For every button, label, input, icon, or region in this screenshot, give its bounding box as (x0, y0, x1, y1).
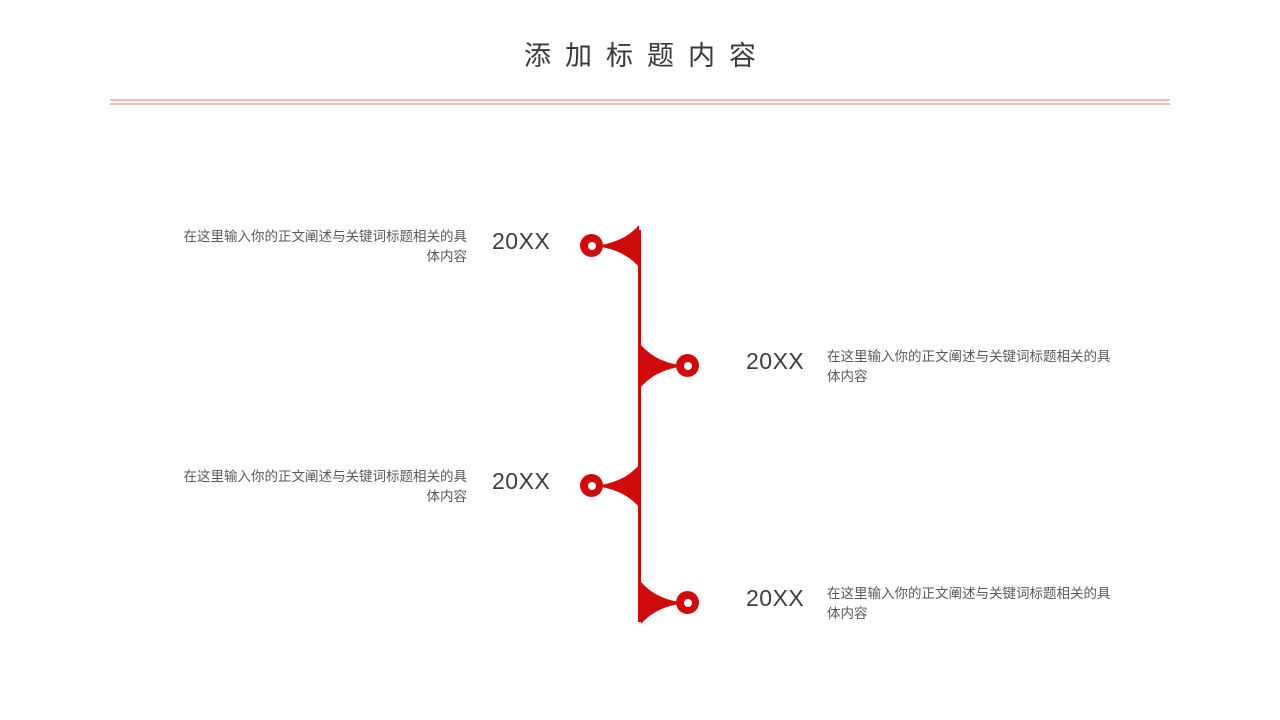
timeline-marker-dot-icon (580, 234, 603, 257)
timeline-item-year: 20XX (746, 348, 805, 374)
timeline-marker-dot-icon (580, 474, 603, 497)
timeline-pennant-right-icon (640, 580, 686, 626)
timeline-item[interactable]: 在这里输入你的正文阐述与关键词标题相关的具体内容 20XX (0, 465, 1280, 527)
timeline-item-body: 在这里输入你的正文阐述与关键词标题相关的具体内容 (183, 469, 468, 504)
timeline-marker-dot-icon (676, 591, 699, 614)
timeline-item-body: 在这里输入你的正文阐述与关键词标题相关的具体内容 (827, 586, 1111, 621)
timeline-pennant-left-icon (594, 223, 640, 269)
timeline-marker-dot-icon (676, 354, 699, 377)
timeline-item-body: 在这里输入你的正文阐述与关键词标题相关的具体内容 (827, 349, 1111, 384)
timeline-item-year: 20XX (492, 468, 551, 494)
divider-rule-bottom (110, 103, 1170, 105)
timeline-pennant-right-icon (640, 343, 686, 389)
divider-rule-top (110, 99, 1170, 101)
page-title: 添加标题内容 (524, 41, 770, 71)
timeline-spine (638, 230, 641, 622)
title-divider (110, 99, 1170, 105)
timeline-pennant-left-icon (594, 463, 640, 509)
timeline-item-body: 在这里输入你的正文阐述与关键词标题相关的具体内容 (183, 229, 468, 264)
timeline-item[interactable]: 20XX 在这里输入你的正文阐述与关键词标题相关的具体内容 (0, 582, 1280, 644)
timeline-item-year: 20XX (492, 228, 551, 254)
timeline-item-year: 20XX (746, 585, 805, 611)
timeline-item[interactable]: 在这里输入你的正文阐述与关键词标题相关的具体内容 20XX (0, 225, 1280, 287)
timeline-item[interactable]: 20XX 在这里输入你的正文阐述与关键词标题相关的具体内容 (0, 345, 1280, 407)
